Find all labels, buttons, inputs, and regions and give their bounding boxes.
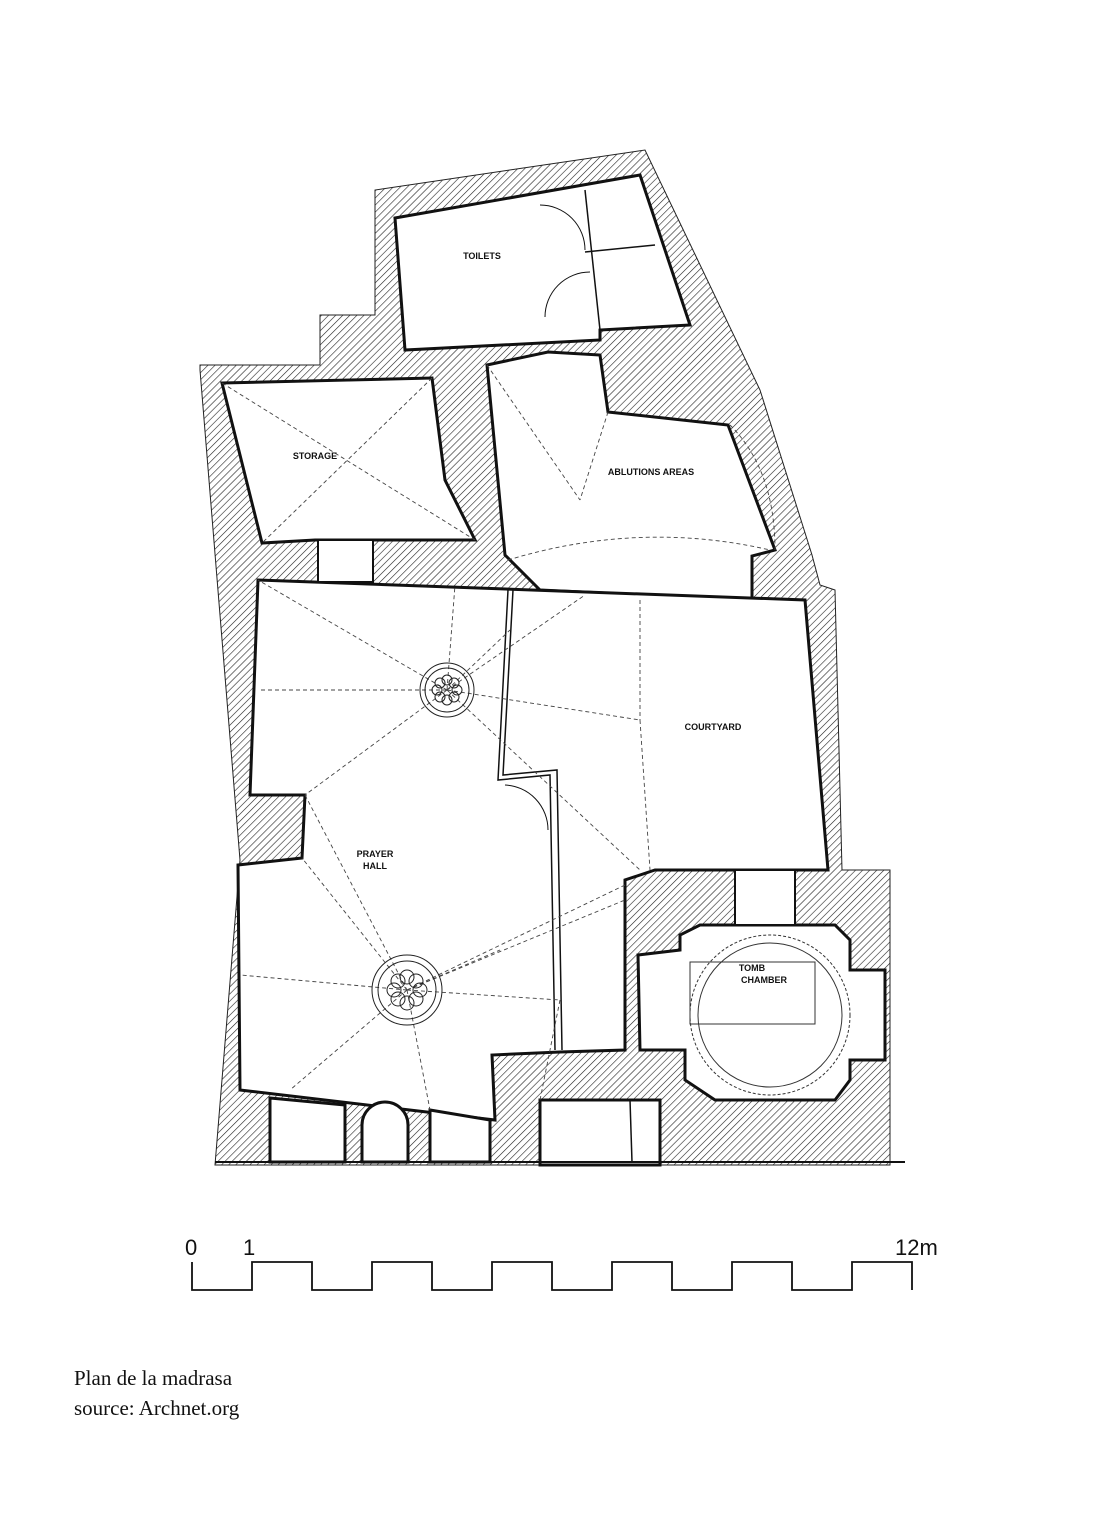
- rosette-south: [371, 954, 443, 1026]
- scale-bar: [191, 1261, 913, 1291]
- entrance-passage: [538, 1098, 662, 1167]
- label-toilets: TOILETS: [463, 251, 501, 261]
- storage-door: [317, 539, 374, 583]
- label-chamber: CHAMBER: [741, 975, 787, 985]
- room-tomb-chamber: [636, 923, 887, 1102]
- tomb-entry: [734, 869, 796, 926]
- label-storage: STORAGE: [293, 451, 337, 461]
- cenotaph: [689, 961, 816, 1025]
- scale-label-0: 0: [185, 1235, 197, 1260]
- caption-source: source: Archnet.org: [74, 1396, 240, 1420]
- small-room-west: [268, 1096, 347, 1164]
- label-prayer: PRAYER: [357, 849, 394, 859]
- label-hall: HALL: [363, 861, 387, 871]
- small-room-east: [428, 1108, 492, 1164]
- label-ablutions: ABLUTIONS AREAS: [608, 467, 694, 477]
- niche: [360, 1100, 410, 1164]
- rosette-north: [419, 662, 475, 718]
- caption-title: Plan de la madrasa: [74, 1366, 233, 1390]
- scale-label-1: 1: [243, 1235, 255, 1260]
- scale-label-12m: 12m: [895, 1235, 938, 1260]
- label-tomb: TOMB: [739, 963, 766, 973]
- label-courtyard: COURTYARD: [685, 722, 742, 732]
